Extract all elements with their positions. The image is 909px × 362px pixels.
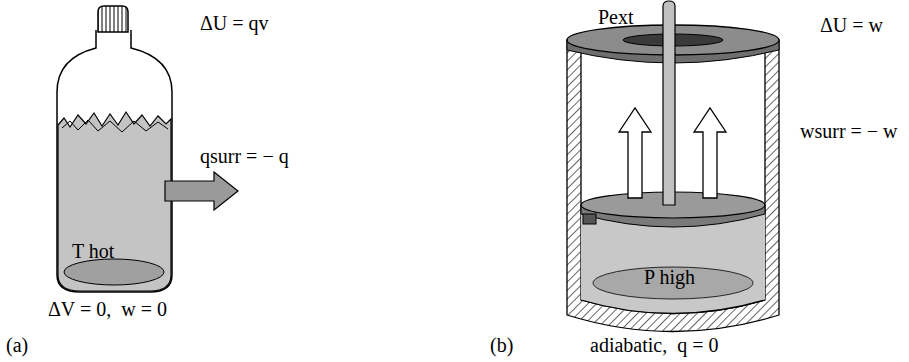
bottle-cap [98,6,128,32]
pressure-label: P high [644,266,695,288]
expansion-arrow [619,108,651,198]
gas [581,205,765,314]
constraint-label: adiabatic, q = 0 [590,334,718,356]
liquid [58,112,171,291]
panel-label: (b) [490,334,513,356]
temperature-label: T hot [72,240,114,262]
liquid-surface [62,120,168,132]
liquid-bottom [64,259,164,285]
pressure-label: Pext [598,6,634,28]
constraint-label: ΔV = 0, w = 0 [48,298,167,320]
energy-equation: ΔU = w [820,14,883,36]
bottle-outline [57,30,172,292]
heat-arrow [165,172,238,210]
gas-bottom [593,267,753,299]
cylinder [567,1,779,332]
piston-rod [663,1,675,205]
stop [583,214,596,224]
panel-label: (a) [6,334,28,356]
heat-label: qsurr = − q [200,145,289,167]
work-label: wsurr = − w [800,120,898,142]
energy-equation: ΔU = qv [200,12,269,34]
expansion-arrow [694,108,726,198]
